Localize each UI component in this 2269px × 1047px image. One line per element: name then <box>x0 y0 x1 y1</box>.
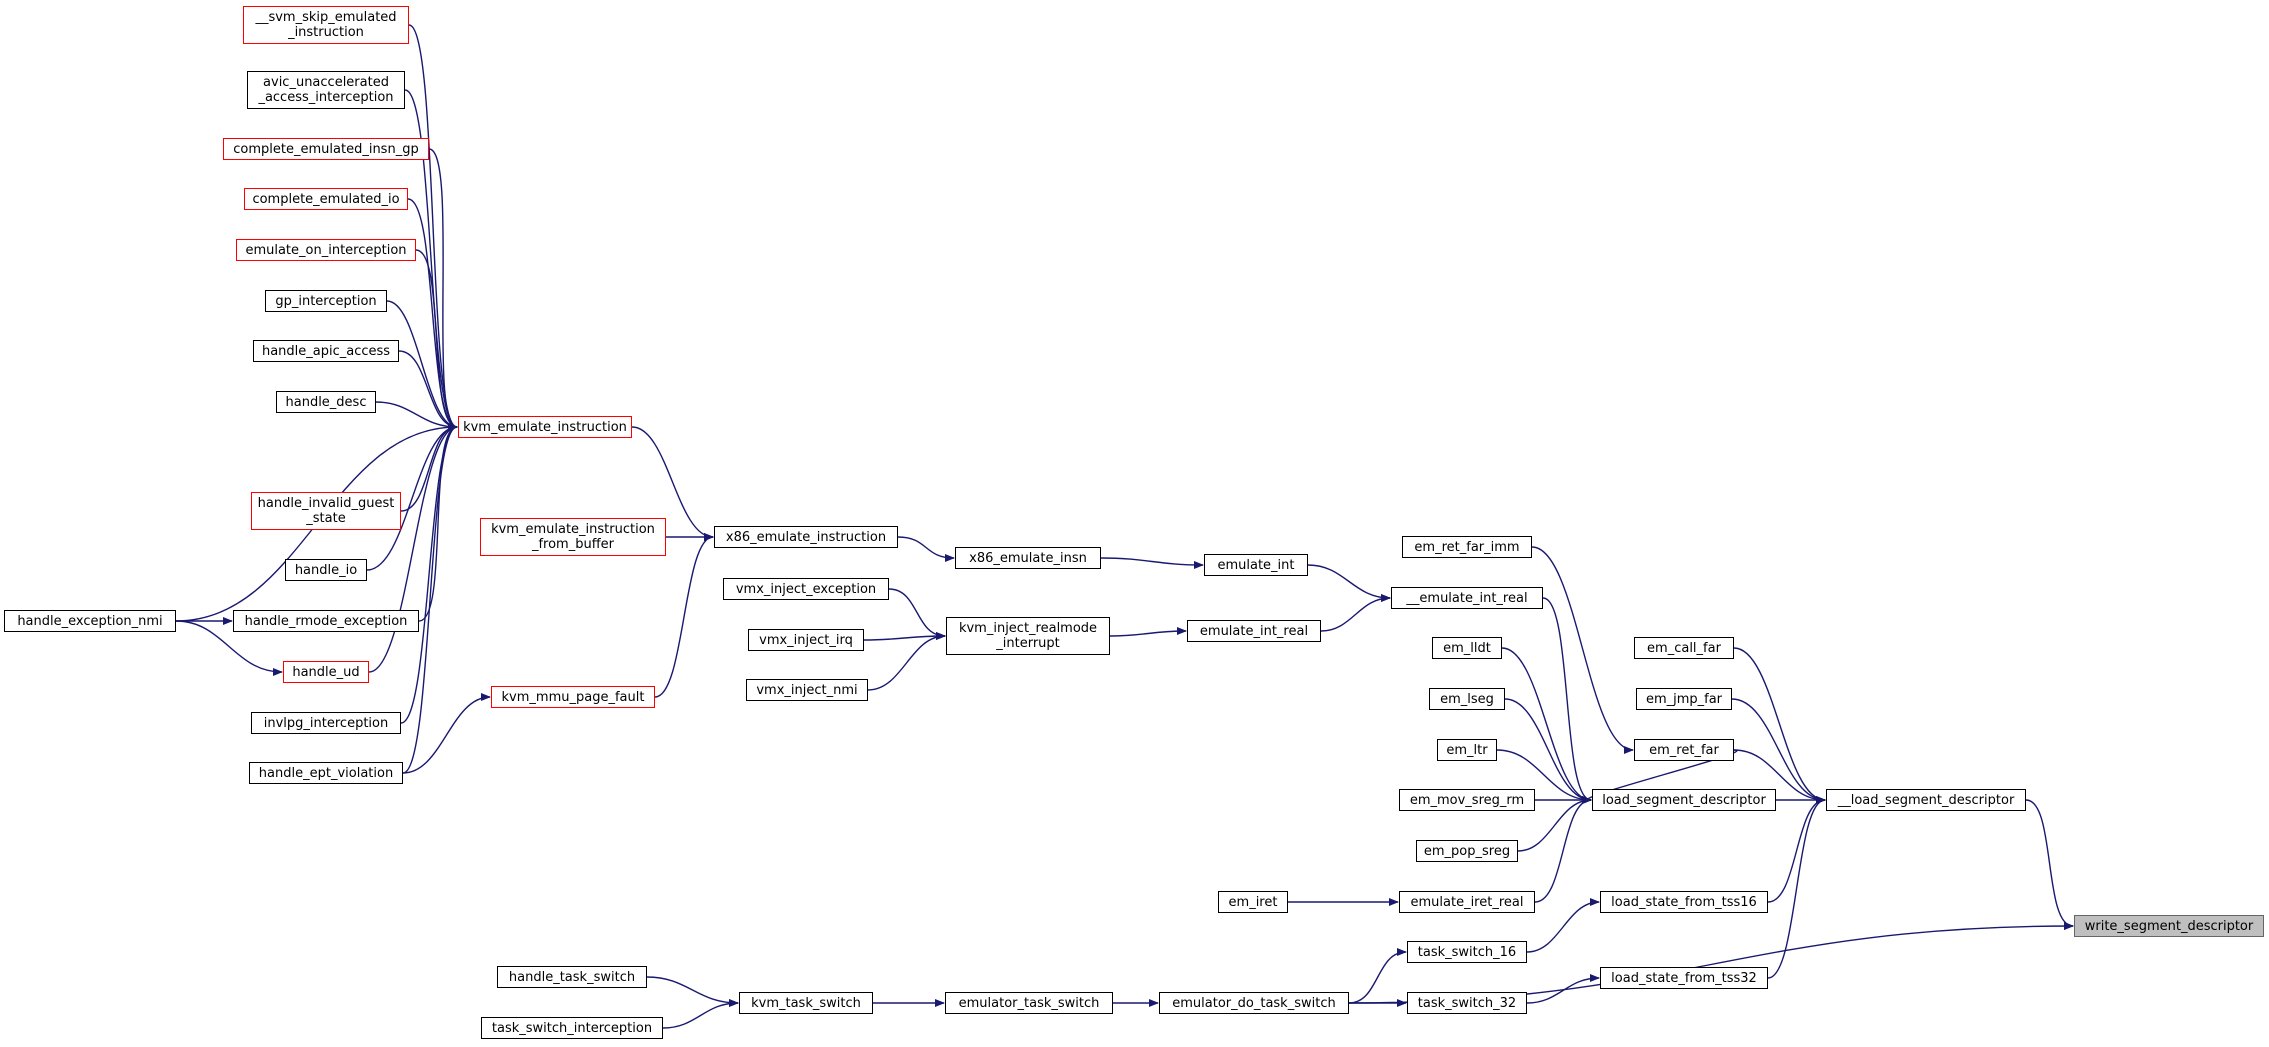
node-handle-invalid-guest-state[interactable]: handle_invalid_guest _state <box>251 492 401 530</box>
edge-emul_int-to-u_emul_int_real <box>1307 564 1391 602</box>
node-handle-ept-violation[interactable]: handle_ept_violation <box>249 762 403 784</box>
node-emulator-task-switch[interactable]: emulator_task_switch <box>945 992 1113 1014</box>
edge-jmp_far-to-u_lsd <box>1731 698 1826 804</box>
edge-complete_io-to-kvm_emul <box>407 198 458 431</box>
node-em-mov-sreg-rm[interactable]: em_mov_sreg_rm <box>1399 789 1535 811</box>
node-em-lseg[interactable]: em_lseg <box>1429 688 1505 710</box>
node-em-ret-far[interactable]: em_ret_far <box>1634 739 1734 761</box>
edge-exc_nmi-to-hud <box>175 620 283 676</box>
edge-complete_gp-to-kvm_emul <box>428 148 458 431</box>
node-handle-apic-access[interactable]: handle_apic_access <box>253 340 399 362</box>
node-invlpg-interception[interactable]: invlpg_interception <box>251 712 401 734</box>
node-emulate-iret-real[interactable]: emulate_iret_real <box>1399 891 1535 913</box>
node-handle-ud[interactable]: handle_ud <box>283 661 369 683</box>
edge-gp_int-to-kvm_emul <box>386 300 458 431</box>
node-handle-task-switch[interactable]: handle_task_switch <box>497 966 647 988</box>
edge-svm_skip-to-kvm_emul <box>408 24 458 431</box>
edge-desc-to-kvm_emul <box>375 401 458 431</box>
edge-ept-to-mmu_fault <box>402 693 491 774</box>
node-kvm-emulate-instruction-from-buffer[interactable]: kvm_emulate_instruction _from_buffer <box>480 518 666 556</box>
edge-iret_real-to-lsd <box>1534 796 1592 903</box>
edge-vmx_nmi-to-realmode <box>867 632 946 691</box>
edge-pop_sreg-to-lsd <box>1517 796 1592 852</box>
node-emulate-int[interactable]: emulate_int <box>1204 554 1308 576</box>
edge-rmode_exc-to-kvm_emul <box>418 423 458 622</box>
edge-ts16-to-tss16 <box>1526 898 1600 953</box>
node-gp-interception[interactable]: gp_interception <box>265 290 387 312</box>
node-x86-emulate-insn[interactable]: x86_emulate_insn <box>955 547 1101 569</box>
node-avic-unaccelerated-access-interception[interactable]: avic_unaccelerated _access_interception <box>247 71 405 109</box>
edge-hud-to-kvm_emul <box>368 423 458 673</box>
node-em-ret-far-imm[interactable]: em_ret_far_imm <box>1402 536 1532 558</box>
node-handle-exception-nmi[interactable]: handle_exception_nmi <box>4 610 176 632</box>
edge-x86_insn-to-emul_int <box>1100 557 1204 569</box>
node-kvm-task-switch[interactable]: kvm_task_switch <box>739 992 873 1014</box>
edge-vmx_irq-to-realmode <box>863 632 946 641</box>
edge-layer <box>175 24 2074 1029</box>
edge-hio-to-kvm_emul <box>366 423 458 571</box>
node-task-switch-32[interactable]: task_switch_32 <box>1407 992 1527 1014</box>
node-complete-emulated-insn-gp[interactable]: complete_emulated_insn_gp <box>223 138 429 160</box>
node-task-switch-16[interactable]: task_switch_16 <box>1407 941 1527 963</box>
node-load-segment-descriptor[interactable]: load_segment_descriptor <box>1592 789 1776 811</box>
node-emulator-do-task-switch[interactable]: emulator_do_task_switch <box>1159 992 1349 1014</box>
node-emulate-int-real[interactable]: emulate_int_real <box>1187 620 1321 642</box>
node-emulate-on-interception[interactable]: emulate_on_interception <box>236 239 416 261</box>
node-em-iret[interactable]: em_iret <box>1218 891 1288 913</box>
edge-ret_far-to-u_lsd <box>1733 749 1826 804</box>
node-handle-rmode-exception[interactable]: handle_rmode_exception <box>233 610 419 632</box>
node-kvm-mmu-page-fault[interactable]: kvm_mmu_page_fault <box>491 686 655 708</box>
edge-vmx_exc-to-realmode <box>888 588 946 640</box>
node-load-state-from-tss32[interactable]: load_state_from_tss32 <box>1600 967 1768 989</box>
edge-ret_far-to-lsd <box>1581 749 1738 804</box>
node-write-segment-descriptor: write_segment_descriptor <box>2074 915 2264 937</box>
edge-lldt-to-lsd <box>1501 647 1592 804</box>
node-kvm-inject-realmode-interrupt[interactable]: kvm_inject_realmode _interrupt <box>946 617 1110 655</box>
edge-kvm_emul-to-x86_emul <box>631 426 714 541</box>
node-svm-skip-emulated-instruction[interactable]: __svm_skip_emulated _instruction <box>243 6 409 44</box>
node-kvm-emulate-instruction[interactable]: kvm_emulate_instruction <box>458 416 632 438</box>
node-u-emulate-int-real[interactable]: __emulate_int_real <box>1391 587 1543 609</box>
node-task-switch-interception[interactable]: task_switch_interception <box>481 1017 663 1039</box>
edge-lseg-to-lsd <box>1504 698 1592 804</box>
edge-ts32-to-tss32 <box>1526 974 1600 1004</box>
edge-u_emul_int_real-to-lsd <box>1542 597 1592 804</box>
node-handle-io[interactable]: handle_io <box>285 559 367 581</box>
edge-ltr-to-lsd <box>1496 749 1592 804</box>
node-em-pop-sreg[interactable]: em_pop_sreg <box>1416 840 1518 862</box>
edge-call_far-to-u_lsd <box>1733 647 1826 804</box>
node-em-jmp-far[interactable]: em_jmp_far <box>1636 688 1732 710</box>
node-vmx-inject-irq[interactable]: vmx_inject_irq <box>748 629 864 651</box>
edge-emul_int_real-to-u_emul_int_real <box>1320 594 1391 632</box>
node-em-ltr[interactable]: em_ltr <box>1437 739 1497 761</box>
edge-do_ts-to-ts16 <box>1348 948 1407 1004</box>
node-x86-emulate-instruction[interactable]: x86_emulate_instruction <box>714 526 898 548</box>
node-load-state-from-tss16[interactable]: load_state_from_tss16 <box>1600 891 1768 913</box>
edge-tss16-to-u_lsd <box>1767 796 1826 903</box>
edge-invlpg-to-kvm_emul <box>400 423 458 724</box>
node-em-lldt[interactable]: em_lldt <box>1432 637 1502 659</box>
node-vmx-inject-exception[interactable]: vmx_inject_exception <box>723 578 889 600</box>
node-vmx-inject-nmi[interactable]: vmx_inject_nmi <box>746 679 868 701</box>
edge-ts_int-to-kvm_ts <box>662 999 739 1029</box>
edge-u_lsd-to-wsd <box>2025 799 2074 930</box>
edge-ept-to-kvm_emul <box>402 423 458 774</box>
edge-ret_far_imm-to-ret_far <box>1531 546 1634 754</box>
node-em-call-far[interactable]: em_call_far <box>1634 637 1734 659</box>
edge-mmu_fault-to-x86_emul <box>654 533 714 698</box>
node-u-load-segment-descriptor[interactable]: __load_segment_descriptor <box>1826 789 2026 811</box>
edge-tss32-to-u_lsd <box>1767 796 1826 979</box>
node-complete-emulated-io[interactable]: complete_emulated_io <box>244 188 408 210</box>
edge-task_switch-to-kvm_ts <box>646 976 739 1007</box>
edge-realmode-to-emul_int_real <box>1109 627 1187 637</box>
node-handle-desc[interactable]: handle_desc <box>276 391 376 413</box>
edge-emulate_on-to-kvm_emul <box>415 249 458 431</box>
edge-x86_emul-to-x86_insn <box>897 536 955 562</box>
